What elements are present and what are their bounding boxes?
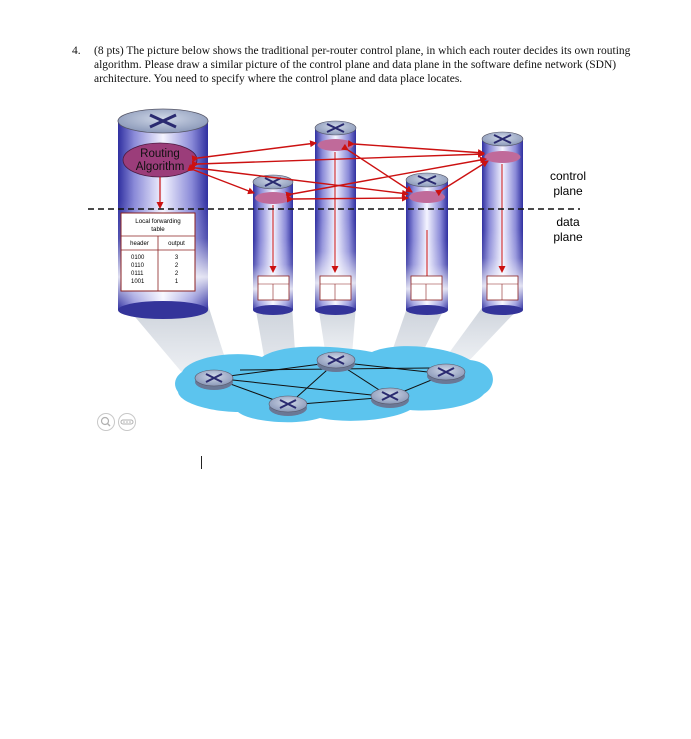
text-cursor: [201, 456, 202, 469]
forwarding-table: Local forwarding table header output 010…: [121, 213, 195, 291]
more-options-icon[interactable]: [119, 414, 136, 431]
data-plane-label-2: plane: [553, 230, 583, 244]
router-cylinder-5: [482, 132, 523, 315]
table-cell: 0100: [131, 255, 145, 261]
forwarding-table-small: [258, 276, 289, 300]
forwarding-table-small: [411, 276, 442, 300]
table-col-output: output: [168, 241, 185, 247]
router-icon: [317, 352, 355, 372]
table-cell: 1001: [131, 279, 145, 285]
router-cylinder-1: Routing Algorithm Local forwarding table…: [118, 109, 208, 319]
table-title-1: Local forwarding: [135, 218, 181, 225]
zoom-in-icon[interactable]: [98, 414, 115, 431]
routing-label-2: Algorithm: [136, 161, 185, 173]
router-cylinder-3: [315, 121, 356, 315]
image-tools: [96, 412, 152, 437]
router-icon: [195, 370, 233, 390]
router-cylinder-4: [406, 173, 448, 315]
routing-label-1: Routing: [140, 148, 180, 160]
router-icon: [427, 364, 465, 384]
table-cell: 0111: [131, 271, 144, 277]
forwarding-table-small: [320, 276, 351, 300]
data-plane-label-1: data: [556, 215, 580, 229]
control-arrow: [354, 144, 484, 153]
control-plane-label-2: plane: [553, 184, 583, 198]
router-cylinder-2: [253, 175, 293, 315]
forwarding-table-small: [487, 276, 518, 300]
router-icon: [269, 396, 307, 416]
table-title-2: table: [151, 226, 165, 233]
control-arrow: [198, 143, 316, 158]
router-icon: [371, 388, 409, 408]
control-arrow: [196, 168, 408, 194]
control-plane-label-1: control: [550, 169, 586, 183]
table-cell: 0110: [131, 263, 145, 269]
control-arrow: [293, 198, 408, 199]
table-col-header: header: [130, 241, 149, 247]
